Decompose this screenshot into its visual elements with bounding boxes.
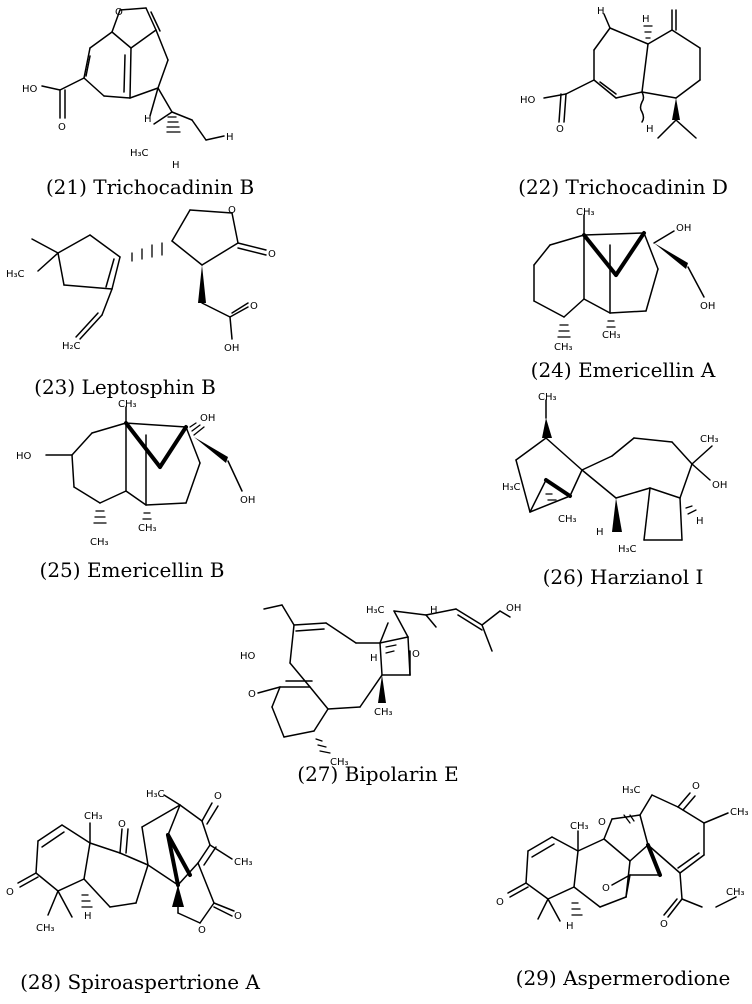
atom-label: H [642,14,650,25]
atom-label: H₃C [130,148,149,159]
atom-label: HO [520,95,536,106]
atom-label: O [602,883,610,894]
structure-29: O H₃C CH₃ CH₃ O O O O CH₃ H [496,781,749,932]
structure-22: H H HO O H [520,6,701,139]
atom-label: CH₃ [602,330,621,341]
structure-26: CH₃ CH₃ OH H₃C CH₃ H H H₃C [502,392,727,555]
atom-label: CH₃ [90,537,109,548]
atom-label: O [118,819,126,830]
atom-label: H₃C [366,605,385,616]
structure-21: O HO O H H₃C H H [22,7,234,171]
atom-label: H₂C [62,341,81,352]
atom-label: O [234,911,242,922]
structure-25: CH₃ HO OH OH CH₃ CH₃ [16,399,255,548]
atom-label: OH [240,495,255,506]
atom-label: O [692,781,700,792]
atom-label: H [597,6,605,17]
atom-label: O [6,887,14,898]
atom-label: O [496,897,504,908]
caption-26: (26) Harzianol I [542,565,704,589]
caption-29: (29) Aspermerodione [515,966,731,990]
atom-label: CH₃ [576,207,595,218]
atom-label: OH [676,223,691,234]
atom-label: H [696,516,704,527]
atom-label: O [228,205,236,216]
caption-25: (25) Emericellin B [39,558,225,582]
atom-label: O [250,301,258,312]
atom-label: O [214,791,222,802]
atom-label: O [268,249,276,260]
atom-label: CH₃ [570,821,589,832]
atom-label: CH₃ [730,807,749,818]
atom-label: H₃C [6,269,25,280]
atom-label: O [412,649,420,660]
atom-label: OH [200,413,215,424]
structure-23: O O H₃C H₂C O OH [6,205,276,354]
atom-label: H [596,527,604,538]
atom-label: CH₃ [330,757,349,768]
structure-28: H₃C O CH₃ O O CH₃ CH₃ H O O [6,789,253,936]
atom-label: CH₃ [554,342,573,353]
atom-label: CH₃ [138,523,157,534]
atom-label: H [566,921,574,932]
atom-label: H₃C [146,789,165,800]
atom-label: O [248,689,256,700]
atom-label: H [370,653,378,664]
atom-label: O [198,925,206,936]
atom-label: CH₃ [558,514,577,525]
atom-label: H [226,132,234,143]
atom-label: CH₃ [36,923,55,934]
atom-label: HO [16,451,32,462]
atom-label: H [144,114,152,125]
atom-label: HO [240,651,256,662]
atom-label: H₃C [622,785,641,796]
atom-label: O [660,919,668,930]
atom-label: O [556,124,564,135]
atom-label: H [430,605,438,616]
atom-label: OH [700,301,715,312]
atom-label: H [84,911,92,922]
atom-label: H₃C [502,482,521,493]
atom-label: H [646,124,654,135]
atom-label: CH₃ [234,857,253,868]
atom-label: CH₃ [374,707,393,718]
atom-label: CH₃ [118,399,137,410]
structure-24: CH₃ OH OH CH₃ CH₃ [533,207,715,353]
caption-22: (22) Trichocadinin D [518,175,728,199]
caption-27: (27) Bipolarin E [297,762,459,786]
atom-label: CH₃ [84,811,103,822]
caption-21: (21) Trichocadinin B [45,175,255,199]
atom-label: OH [224,343,239,354]
caption-23: (23) Leptosphin B [34,375,216,399]
caption-24: (24) Emericellin A [530,358,716,382]
caption-28: (28) Spiroaspertrione A [20,970,260,994]
atom-label: HO [22,84,38,95]
atom-label: CH₃ [538,392,557,403]
atom-label: CH₃ [726,887,745,898]
atom-label: H [172,160,180,171]
atom-label: O [115,7,123,18]
atom-label: O [598,817,606,828]
atom-label: H₃C [618,544,637,555]
atom-label: CH₃ [700,434,719,445]
atom-label: OH [712,480,727,491]
atom-label: OH [506,603,521,614]
structure-27: H₃C H OH HO H O O CH₃ CH₃ [240,603,521,768]
atom-label: O [58,122,66,133]
